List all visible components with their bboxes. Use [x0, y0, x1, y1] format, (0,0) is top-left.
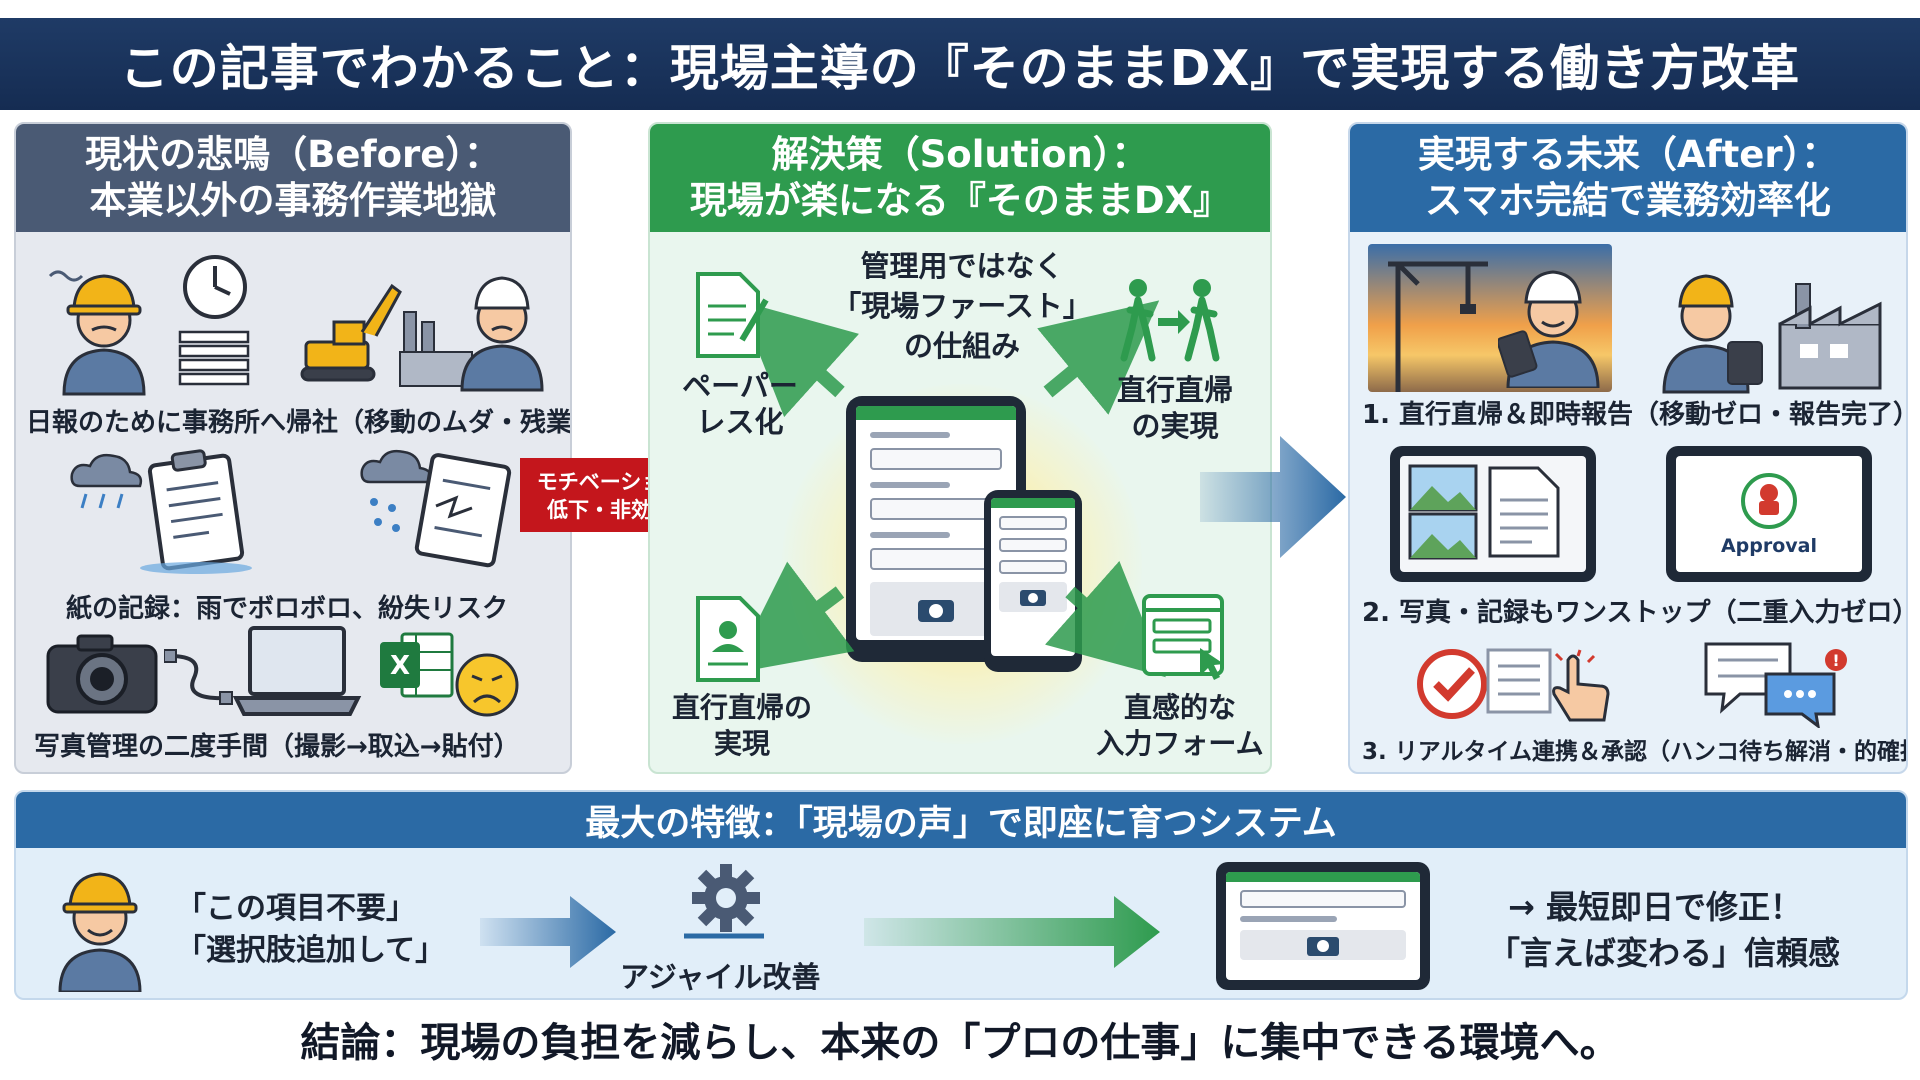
solution-center-line1: 管理用ではなく: [860, 249, 1064, 283]
worker-factory-icon: [1662, 274, 1882, 394]
before-panel: 現状の悲鳴（Before）： 本業以外の事務作業地獄: [14, 122, 572, 774]
cable-icon: [164, 649, 233, 705]
feature-direct-commute-2: 直行直帰の 実現: [662, 690, 822, 762]
frown-face-icon: [455, 653, 519, 717]
worker-quote-line1: 「この項目不要」: [176, 891, 416, 926]
before-scene-photo-management: X: [36, 622, 556, 722]
after-panel-header: 実現する未来（After）： スマホ完結で業務効率化: [1350, 124, 1906, 232]
list-card-icon: [1486, 648, 1552, 714]
papers-icon: [178, 330, 250, 386]
excel-letter: X: [390, 651, 410, 681]
report-document-icon: [1488, 466, 1560, 558]
feature-direct-line1: 直行直帰: [1116, 373, 1233, 407]
before-caption-1: 日報のために事務所へ帰社（移動のムダ・残業）: [26, 408, 572, 438]
solution-arrows: [731, 300, 1166, 678]
worker-quote: 「この項目不要」 「選択肢追加して」: [176, 888, 445, 972]
before-caption-2: 紙の記録：雨でボロボロ、紛失リスク: [66, 594, 509, 624]
clipboard-icon: [140, 449, 252, 574]
worker-quote-line2: 「選択肢追加して」: [176, 933, 446, 968]
quote-to-agile-arrow: [480, 896, 616, 968]
checkmark-icon: [1417, 649, 1487, 719]
rain-cloud-icon: [70, 453, 143, 509]
feature-direct2-line1: 直行直帰の: [671, 691, 812, 724]
agile-to-form-arrow: [864, 896, 1160, 968]
feature-bar-title: 最大の特徴：「現場の声」で即座に育つシステム: [16, 792, 1906, 848]
result-text: → 最短即日で修正！ 「言えば変わる」信頼感: [1488, 884, 1840, 976]
to-after-arrow: [1200, 436, 1346, 558]
after-caption-2: 2. 写真・記録もワンストップ（二重入力ゼロ）: [1362, 598, 1908, 628]
gear-icon: [684, 864, 764, 939]
id-document-icon: [696, 596, 760, 682]
feature-direct2-line2: 実現: [713, 727, 770, 760]
camera-icon: [46, 634, 158, 714]
before-scene-office-return: [34, 252, 554, 402]
approval-tablet-icon: Approval: [1666, 446, 1872, 582]
before-title-line1: 現状の悲鳴（Before）：: [85, 133, 501, 176]
feature-paperless-line2: レス化: [696, 405, 784, 439]
sunset-site-illustration: [1368, 244, 1612, 392]
feature-paperless-line1: ペーパー: [682, 369, 798, 403]
updated-form-tablet-icon: [1216, 862, 1430, 990]
feature-intuitive-form: 直感的な 入力フォーム: [1090, 690, 1270, 762]
feature-direct-line2: の実現: [1131, 409, 1219, 443]
result-line2: 「言えば変わる」信頼感: [1488, 934, 1841, 972]
feature-form-line1: 直感的な: [1123, 691, 1236, 724]
stamp-icon: [1741, 473, 1797, 529]
worker-icon: [48, 270, 146, 396]
conclusion: 結論：現場の負担を減らし、本来の「プロの仕事」に集中できる環境へ。: [300, 1020, 1620, 1066]
after-caption-3: 3. リアルタイム連携＆承認（ハンコ待ち解消・的確指示）: [1362, 739, 1906, 765]
hand-pointer-icon: [1552, 649, 1610, 722]
clock-icon: [183, 255, 247, 319]
camera-phone-icon: [1020, 590, 1046, 606]
before-title-line2: 本業以外の事務作業地獄: [89, 179, 497, 222]
solution-panel-header: 解決策（Solution）： 現場が楽になる『そのままDX』: [650, 124, 1270, 232]
worker-sad-icon: [460, 276, 544, 392]
worker-icon-bottom: [58, 872, 142, 992]
laptop-icon: [232, 626, 362, 716]
solution-title-line1: 解決策（Solution）：: [771, 133, 1149, 176]
after-title-line2: スマホ完結で業務効率化: [1425, 179, 1831, 222]
approval-label: Approval: [1720, 535, 1818, 557]
worker-tablet-icon: [1498, 270, 1600, 388]
after-caption-1: 1. 直行直帰＆即時報告（移動ゼロ・報告完了）: [1362, 400, 1908, 430]
crane-icon: [1388, 261, 1488, 392]
solution-panel: 解決策（Solution）： 現場が楽になる『そのままDX』 管理用ではなく 「…: [648, 122, 1272, 774]
feature-bar: 最大の特徴：「現場の声」で即座に育つシステム 「この項目不要」 「選択肢追加して…: [14, 790, 1908, 1000]
torn-clipboard-icon: [414, 453, 512, 568]
camera-tablet-icon: [1307, 937, 1339, 956]
feature-paperless: ペーパー レス化: [678, 368, 802, 440]
walking-people-icon: [1120, 279, 1220, 362]
before-scene-paper-records: [56, 442, 536, 592]
page-title: この記事でわかること：現場主導の『そのままDX』で実現する働き方改革: [0, 18, 1920, 110]
agile-label: アジャイル改善: [620, 960, 821, 994]
result-line1: → 最短即日で修正！: [1508, 888, 1802, 926]
excel-icon: X: [380, 632, 454, 698]
form-cursor-icon: [1142, 594, 1224, 680]
document-icon: [696, 272, 769, 358]
photo-tablet-icon: [1390, 446, 1596, 582]
before-caption-3: 写真管理の二度手間（撮影→取込→貼付）: [34, 732, 520, 762]
camera-small-icon: [918, 600, 954, 622]
svg-text:!: !: [1832, 651, 1839, 670]
feature-direct-commute: 直行直帰 の実現: [1106, 372, 1244, 444]
rain-cloud-icon-2: [360, 449, 433, 532]
feature-form-line2: 入力フォーム: [1096, 727, 1264, 760]
photo-icon: [1408, 464, 1478, 560]
before-panel-header: 現状の悲鳴（Before）： 本業以外の事務作業地獄: [16, 124, 570, 232]
solution-title-line2: 現場が楽になる『そのままDX』: [689, 179, 1231, 222]
after-panel: 実現する未来（After）： スマホ完結で業務効率化 1. 直行直帰＆即時報告（…: [1348, 122, 1908, 774]
solution-center-line3: の仕組み: [903, 329, 1020, 363]
excavator-icon: [300, 283, 402, 382]
chat-bubbles-icon: !: [1704, 642, 1847, 728]
after-title-line1: 実現する未来（After）：: [1417, 133, 1839, 176]
